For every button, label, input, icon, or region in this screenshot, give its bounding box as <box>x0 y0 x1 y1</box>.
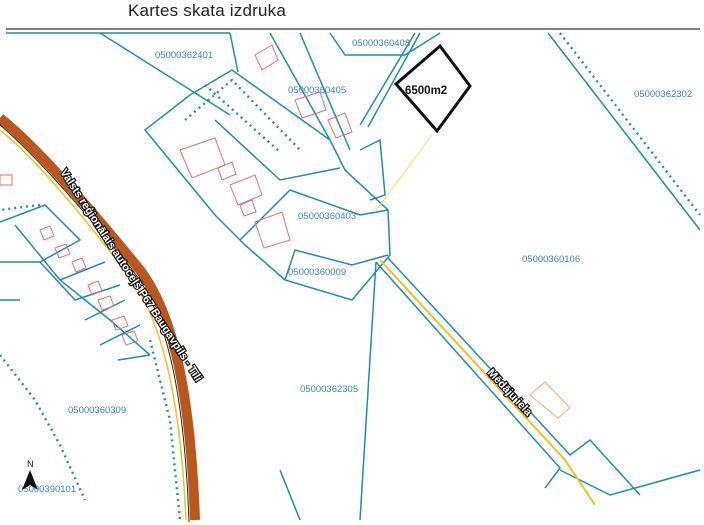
parcel-id-label: 05000362305 <box>300 384 358 395</box>
road-corridor-edge <box>387 257 641 496</box>
boundary-line <box>59 261 106 281</box>
boundary-line <box>359 138 386 201</box>
parcel-id-label: 05000360309 <box>68 405 126 416</box>
north-arrow-icon <box>22 470 38 490</box>
regional-road <box>0 114 200 523</box>
building <box>39 225 55 241</box>
local-road-branch <box>374 134 433 213</box>
boundary-line <box>229 32 239 73</box>
building <box>54 243 71 259</box>
boundary-line <box>359 261 377 521</box>
parcel-id-label: 05000360403 <box>298 211 356 222</box>
boundary-block <box>143 69 391 301</box>
boundary-line <box>84 299 126 321</box>
building <box>294 91 327 119</box>
regional-road-label: Valsts reģionālais autoceļš P67 Baugavpi… <box>57 167 204 384</box>
dotted-line <box>184 78 301 151</box>
parcel-id-label: 05000360405 <box>288 85 346 96</box>
dotted-line <box>0 354 87 501</box>
building <box>217 161 237 181</box>
building <box>327 112 353 139</box>
boundary-line <box>547 32 701 231</box>
parcel-id-label: 05000390101 <box>18 484 76 495</box>
boundary-line <box>99 324 141 346</box>
building <box>229 174 263 206</box>
building <box>71 257 87 273</box>
page-title: Kartes skata izdruka <box>128 1 287 20</box>
boundary-line <box>269 32 331 141</box>
boundary-line <box>14 224 151 356</box>
boundary-line <box>367 32 421 128</box>
building <box>0 174 13 186</box>
boundary-line <box>284 249 389 281</box>
building <box>121 330 139 346</box>
boundary-line <box>39 261 121 301</box>
highlighted-parcel[interactable] <box>393 43 472 134</box>
parcel-boundaries <box>0 32 701 521</box>
regional-road-edge <box>0 124 190 523</box>
building <box>97 295 115 311</box>
road-corridor-edge <box>375 261 561 489</box>
structure-outline <box>529 381 571 419</box>
parcel-id-label: 05000360009 <box>288 267 346 278</box>
building <box>254 44 279 71</box>
building <box>87 280 103 296</box>
regional-road-surface <box>0 114 200 521</box>
dotted-boundaries <box>0 32 701 521</box>
boundary-line <box>239 189 389 241</box>
parcel-id-label: 05000360106 <box>522 254 580 265</box>
parcel-id-label: 05000362302 <box>634 89 692 100</box>
local-road-centerline <box>379 259 596 506</box>
building <box>179 137 226 179</box>
dotted-line <box>0 203 41 212</box>
dotted-line <box>559 32 701 216</box>
building <box>111 315 129 331</box>
regional-road-centerline <box>0 129 187 521</box>
boundary-line <box>0 204 82 263</box>
building <box>254 211 291 249</box>
boundary-line <box>329 32 441 56</box>
boundary-line <box>299 32 351 151</box>
building <box>239 199 257 217</box>
parcel-id-label: 05000362401 <box>155 50 213 61</box>
buildings <box>0 44 353 346</box>
highlighted-area-label: 6500m2 <box>405 85 447 97</box>
boundary-line <box>279 469 301 521</box>
boundary-line <box>359 32 416 126</box>
parcel-id-label: 05000360408 <box>352 38 410 49</box>
north-arrow: N <box>22 459 38 490</box>
boundary-line <box>99 32 231 116</box>
boundary-line <box>214 119 341 181</box>
north-arrow-label: N <box>27 459 34 469</box>
boundary-line <box>117 354 151 361</box>
